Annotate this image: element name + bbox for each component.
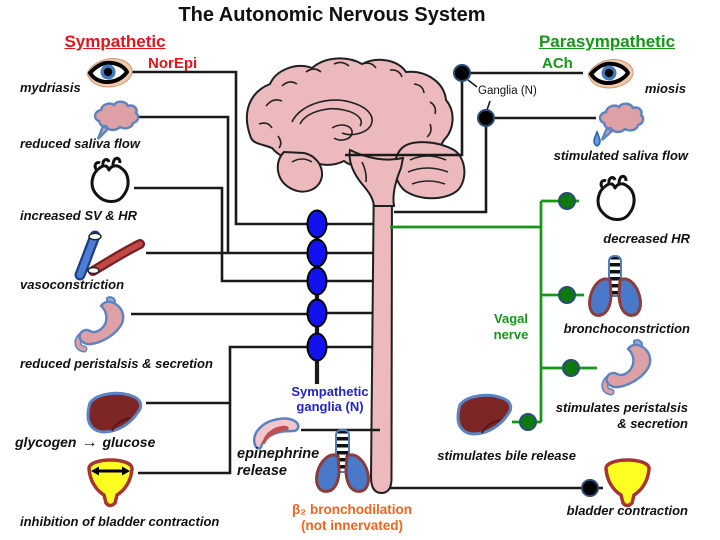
cerebellum bbox=[393, 141, 466, 200]
eye-icon bbox=[587, 59, 634, 89]
effect-increased-sv-hr: increased SV & HR bbox=[20, 208, 138, 223]
spinal-cord bbox=[369, 165, 394, 495]
blood-vessels-icon bbox=[74, 230, 145, 281]
effect-decreased-hr: decreased HR bbox=[603, 231, 690, 246]
liver-icon bbox=[456, 393, 513, 436]
parasympathetic-ganglia-dots bbox=[453, 64, 599, 497]
brain bbox=[246, 57, 466, 207]
liver-icon bbox=[86, 391, 143, 434]
page-title: The Autonomic Nervous System bbox=[178, 4, 486, 26]
sympathetic-heading: Sympathetic bbox=[64, 32, 166, 51]
effect-reduced-saliva: reduced saliva flow bbox=[20, 136, 140, 151]
parasympathetic-heading: Parasympathetic bbox=[538, 32, 676, 51]
norepi-label: NorEpi bbox=[148, 55, 198, 72]
brainstem bbox=[348, 148, 405, 207]
bladder-icon bbox=[604, 458, 651, 508]
effect-bile-release: stimulates bile release bbox=[437, 448, 576, 463]
effect-vasoconstriction: vasoconstriction bbox=[20, 277, 125, 292]
salivary-gland-icon bbox=[593, 102, 645, 147]
effect-and-secretion: & secretion bbox=[617, 416, 688, 431]
ganglia-label: Ganglia (N) bbox=[478, 85, 537, 97]
parasympathetic-cranial-pathways bbox=[345, 71, 603, 490]
effect-glycogen-glucose: glycogen→glucose bbox=[15, 434, 155, 452]
sympathetic-ganglia-label: Sympathetic ganglia (N) bbox=[291, 384, 369, 414]
lungs-icon bbox=[315, 429, 370, 493]
ach-label: ACh bbox=[542, 55, 573, 72]
effect-bladder-contraction: bladder contraction bbox=[566, 503, 688, 518]
eye-icon bbox=[86, 58, 133, 88]
heart-icon bbox=[90, 156, 130, 203]
arrow-right-icon: → bbox=[81, 434, 98, 451]
sympathetic-ganglia-chain bbox=[306, 209, 328, 362]
effect-inhibition-bladder: inhibition of bladder contraction bbox=[20, 514, 220, 529]
lungs-icon bbox=[588, 255, 642, 317]
effect-miosis: miosis bbox=[644, 81, 686, 96]
bronchodilation-label: β₂ bronchodilation (not innervated) bbox=[292, 502, 412, 533]
glucose-label: glucose bbox=[102, 434, 156, 450]
adrenal-gland-icon bbox=[252, 417, 300, 450]
heart-icon bbox=[596, 174, 636, 221]
effect-stimulated-saliva: stimulated saliva flow bbox=[553, 148, 688, 163]
effect-bronchoconstriction: bronchoconstriction bbox=[563, 321, 690, 336]
effect-reduced-peristalsis: reduced peristalsis & secretion bbox=[20, 356, 213, 371]
stomach-icon bbox=[74, 296, 125, 353]
bladder-icon bbox=[87, 458, 134, 508]
stomach-icon bbox=[601, 339, 652, 396]
salivary-gland-icon bbox=[93, 100, 140, 140]
stretch-arrow-icon bbox=[91, 466, 130, 476]
glycogen-label: glycogen bbox=[15, 434, 77, 450]
vagal-nerve-label: Vagal nerve bbox=[493, 311, 529, 342]
effect-mydriasis: mydriasis bbox=[20, 80, 81, 95]
effect-stimulates-peristalsis: stimulates peristalsis bbox=[555, 400, 688, 415]
epinephrine-release-label: epinephrine release bbox=[237, 446, 320, 479]
